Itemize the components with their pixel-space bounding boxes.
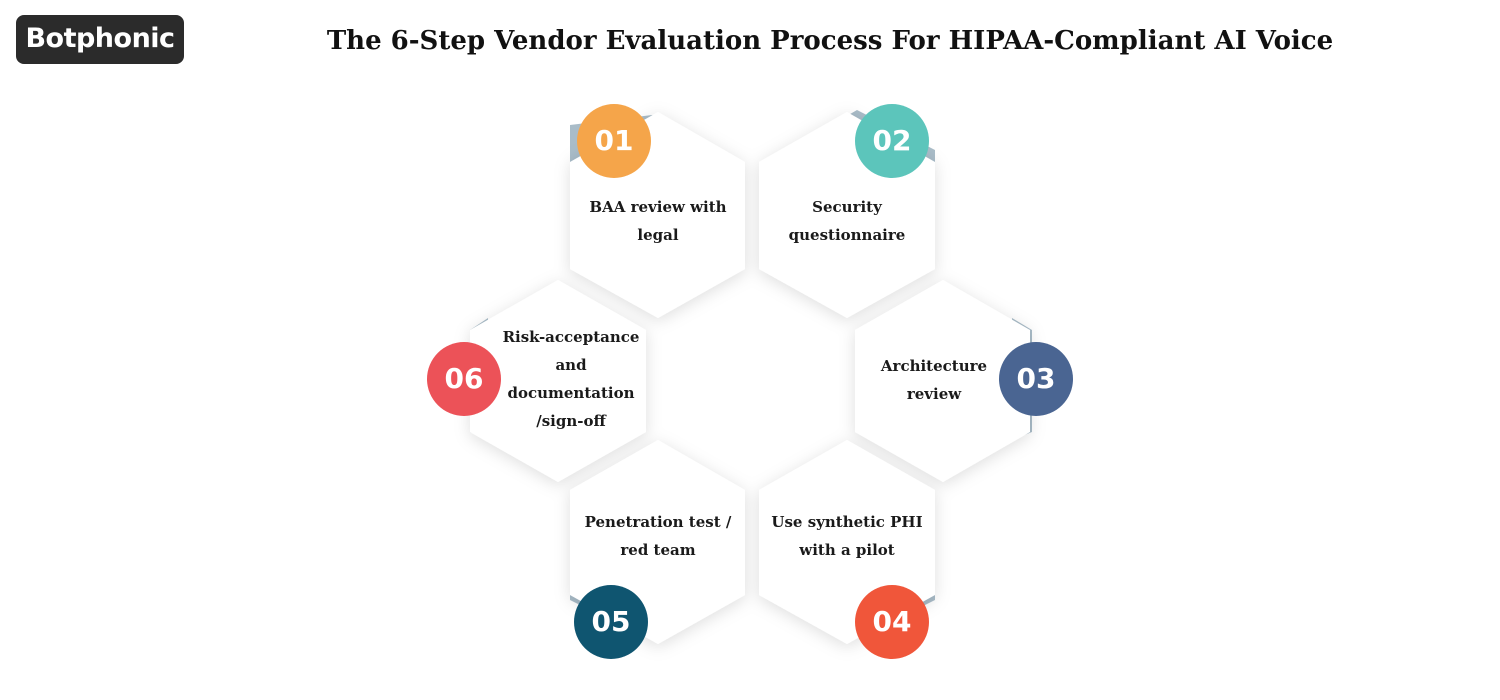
step-badge-03: 03 xyxy=(999,342,1073,416)
step-badge-05: 05 xyxy=(574,585,648,659)
step-text-01: BAA review with legal xyxy=(589,198,727,244)
step-text-04: Use synthetic PHI with a pilot xyxy=(771,513,923,559)
step-text-06: Risk-acceptance and documentation /sign-… xyxy=(502,328,640,430)
step-text-03: Architecture review xyxy=(880,357,988,403)
hexagon-06 xyxy=(470,280,646,482)
hexagon-03 xyxy=(855,280,1030,482)
step-text-02: Security questionnaire xyxy=(788,198,906,244)
step-badge-02: 02 xyxy=(855,104,929,178)
step-badge-04: 04 xyxy=(855,585,929,659)
brand-logo: Botphonic xyxy=(16,15,184,64)
step-badge-01: 01 xyxy=(577,104,651,178)
step-text-05: Penetration test / red team xyxy=(584,513,732,559)
page-title: The 6-Step Vendor Evaluation Process For… xyxy=(326,26,1334,56)
step-badge-06: 06 xyxy=(427,342,501,416)
